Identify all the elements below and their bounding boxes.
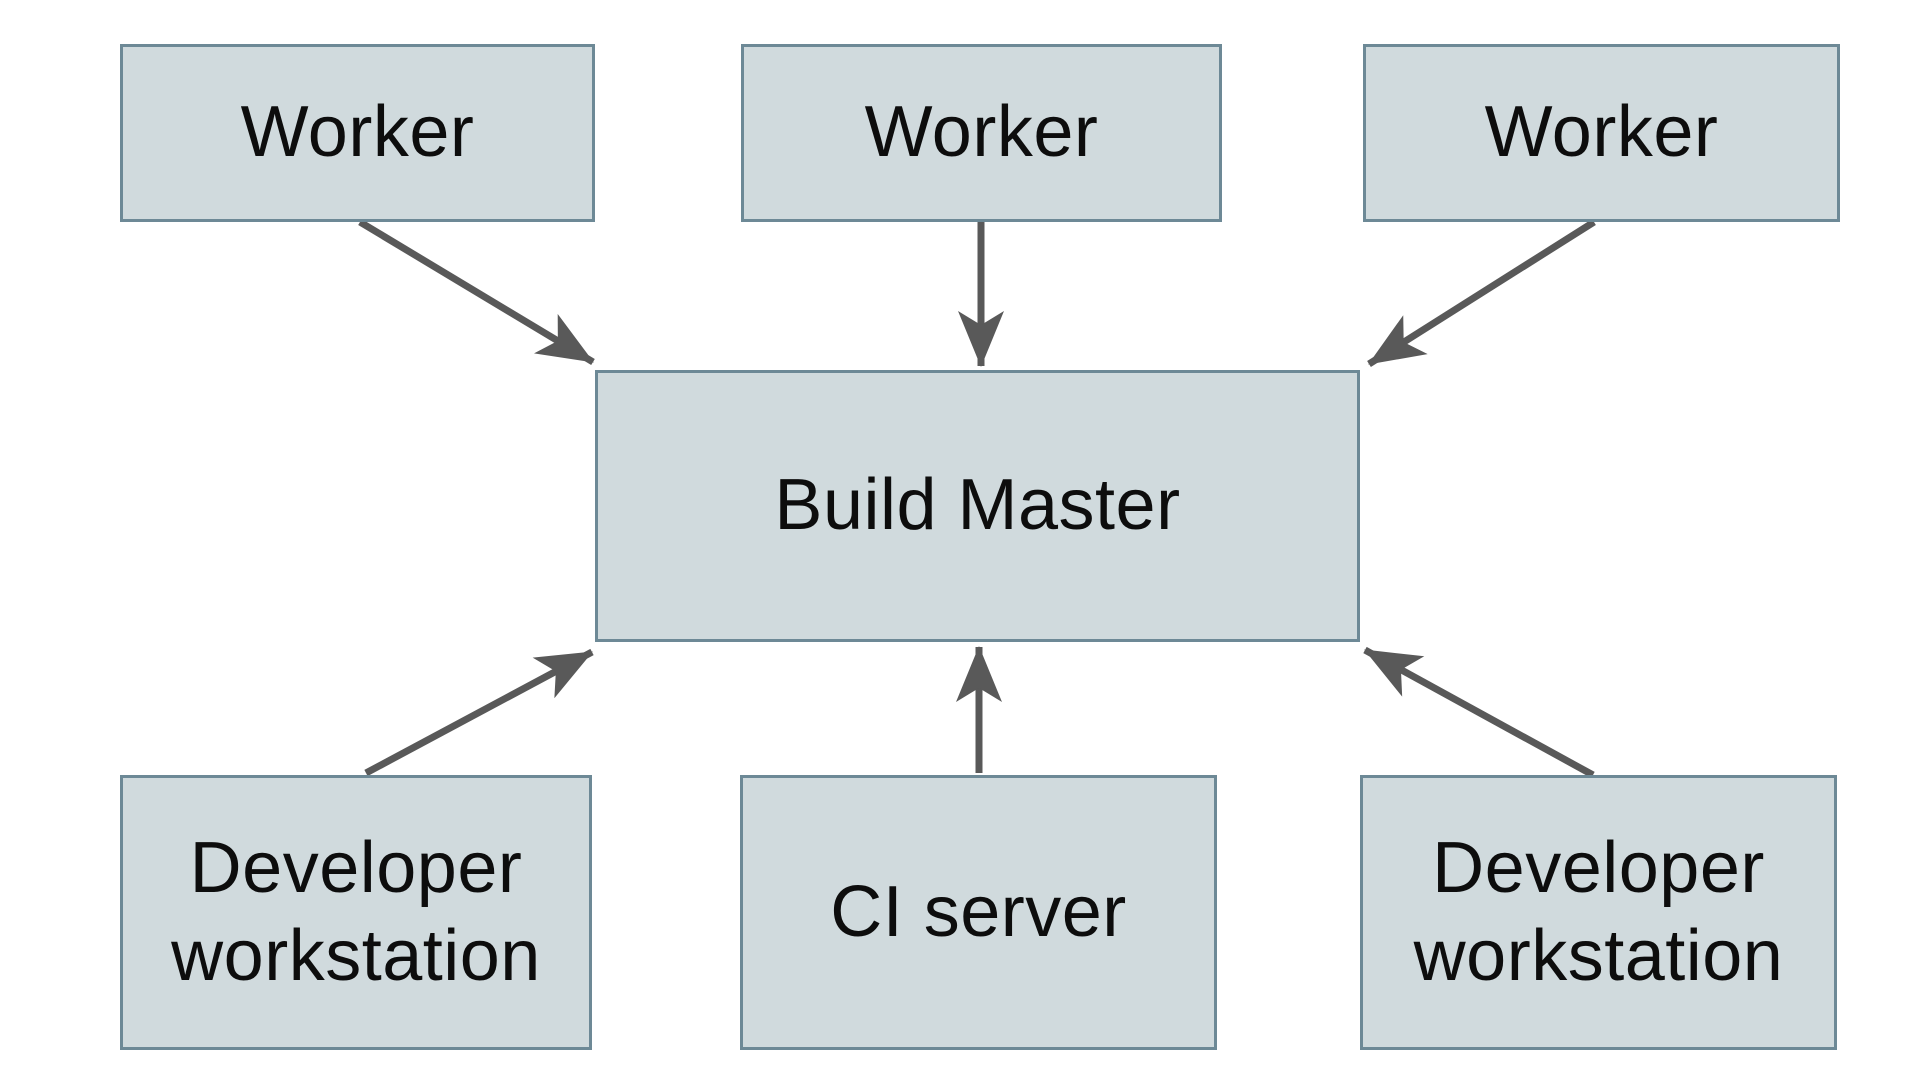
node-build-master: Build Master: [595, 370, 1360, 642]
node-label-developer-workstation-1: Developer workstation: [171, 827, 541, 996]
node-label-developer-workstation-2: Developer workstation: [1413, 827, 1784, 996]
node-label-ci-server: CI server: [830, 871, 1127, 952]
edge-developer-workstation-2-to-build-master: [1363, 646, 1595, 779]
node-worker-2: Worker: [741, 44, 1222, 222]
node-developer-workstation-1: Developer workstation: [120, 775, 592, 1050]
node-ci-server: CI server: [740, 775, 1217, 1050]
node-label-worker-3: Worker: [1484, 92, 1719, 173]
node-worker-1: Worker: [120, 44, 595, 222]
node-label-worker-2: Worker: [864, 92, 1099, 173]
edge-worker-3-to-build-master: [1367, 219, 1596, 367]
node-label-build-master: Build Master: [774, 465, 1181, 546]
node-developer-workstation-2: Developer workstation: [1360, 775, 1837, 1050]
edge-worker-1-to-build-master: [358, 218, 595, 366]
node-worker-3: Worker: [1363, 44, 1840, 222]
edge-group: [358, 218, 1596, 779]
edge-developer-workstation-1-to-build-master: [364, 648, 594, 777]
node-label-worker-1: Worker: [240, 92, 475, 173]
